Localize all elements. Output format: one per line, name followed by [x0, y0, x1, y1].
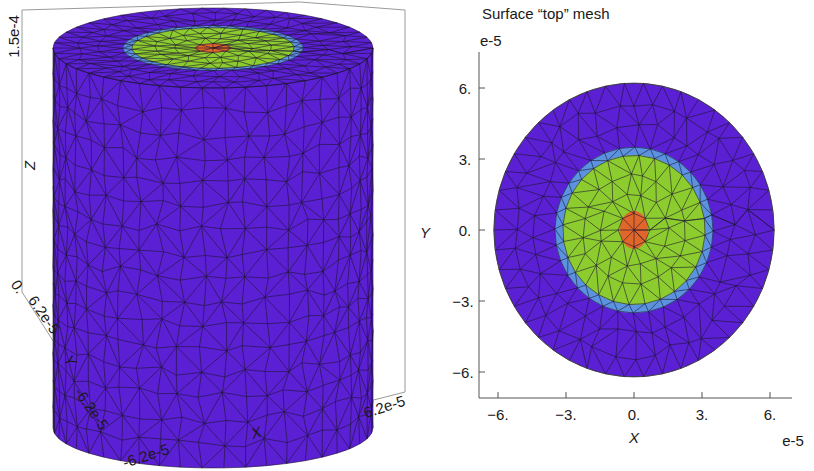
- top-mesh: [494, 83, 774, 376]
- axis-label: Z: [22, 160, 37, 169]
- tick-label: 0.: [628, 407, 641, 422]
- tick-label: −3.: [452, 294, 473, 309]
- tick-label: 3.: [696, 407, 709, 422]
- cylinder: [53, 8, 373, 468]
- tick-label: 3.: [459, 152, 472, 167]
- axis-label: Y: [420, 225, 430, 240]
- tick-label: −3.: [555, 407, 576, 422]
- panel-title: Surface “top” mesh: [482, 6, 610, 21]
- top-surface: [494, 83, 774, 377]
- tick-label: 6.: [764, 407, 777, 422]
- tick-label: e-5: [480, 33, 502, 48]
- plot-frame: [479, 52, 792, 398]
- tick-label: 0.: [8, 277, 27, 296]
- mesh-lines: [494, 83, 774, 376]
- cylinder-side: [53, 48, 373, 468]
- tick-label: −6.: [452, 365, 473, 380]
- tick-label: −6.: [487, 407, 508, 422]
- axis-label: X: [629, 430, 639, 445]
- top-mesh: [53, 8, 373, 88]
- top-face: [53, 8, 373, 88]
- top-face: [494, 83, 774, 377]
- tick-label: 6.: [459, 81, 472, 96]
- tick-label: e-5: [782, 433, 804, 448]
- tick-label: 0.: [459, 223, 472, 238]
- tick-label: 1.5e-4: [6, 15, 21, 58]
- mesh-lines: [53, 8, 373, 468]
- side-mesh: [53, 48, 373, 468]
